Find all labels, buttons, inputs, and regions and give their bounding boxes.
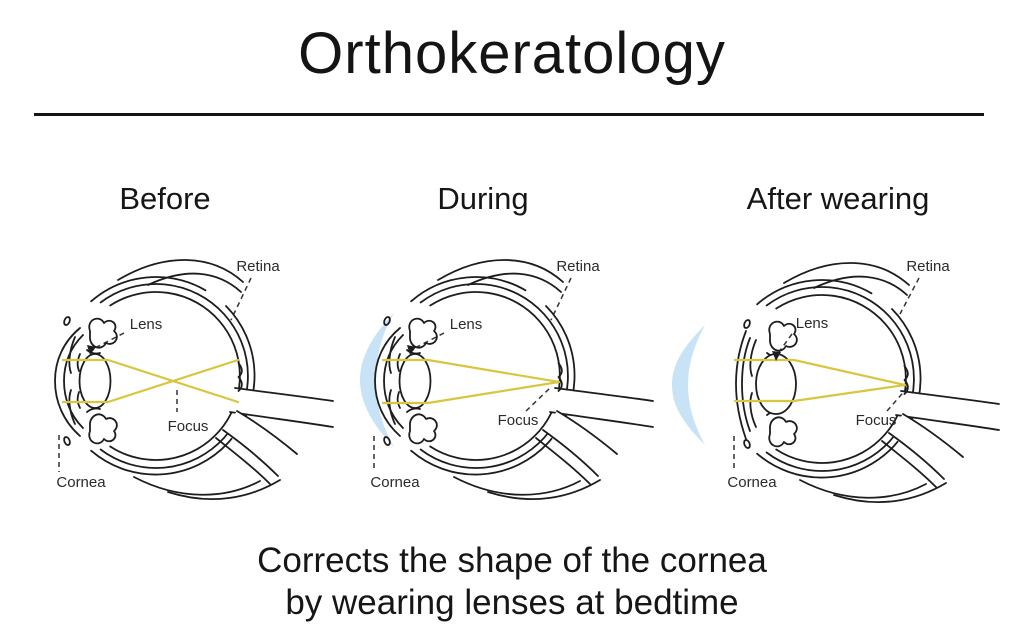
label-retina: Retina xyxy=(906,258,950,275)
label-focus: Focus xyxy=(168,418,209,435)
lens-leader-line xyxy=(94,332,125,349)
annotations-after: Retina Lens Focus Cornea xyxy=(727,258,950,491)
anterior-segment-round-cornea xyxy=(374,315,438,447)
eye-diagram-before: Retina Lens Focus Cornea xyxy=(54,258,334,501)
light-rays-focused-on-retina xyxy=(381,358,561,405)
eyeball-linework xyxy=(410,259,654,501)
contact-lens-on-cornea xyxy=(360,312,395,448)
annotations-during: Retina Lens Focus Cornea xyxy=(370,258,600,491)
panel-heading-during: During xyxy=(437,181,529,216)
label-retina: Retina xyxy=(236,258,280,275)
label-focus: Focus xyxy=(856,412,897,429)
light-rays-crossing-before-retina xyxy=(61,358,240,404)
eyeball-after xyxy=(672,262,1000,504)
page-title: Orthokeratology xyxy=(298,21,726,86)
lens-leader-line xyxy=(778,333,793,353)
lens-arrow-icon xyxy=(407,345,416,355)
light-rays-focused-on-retina xyxy=(733,358,907,403)
lens-arrow-icon xyxy=(87,345,96,355)
eyeball-linework xyxy=(90,259,334,501)
label-cornea: Cornea xyxy=(56,474,106,491)
caption-line-1: Corrects the shape of the cornea xyxy=(257,541,767,580)
caption-line-2: by wearing lenses at bedtime xyxy=(285,583,739,622)
lens-leader-line xyxy=(414,332,445,349)
eye-diagram-during: Retina Lens Focus Cornea xyxy=(360,258,654,501)
label-focus: Focus xyxy=(498,412,539,429)
panel-heading-after: After wearing xyxy=(746,181,930,216)
annotations-before: Retina Lens Focus Cornea xyxy=(56,258,280,491)
lens-arrow-icon xyxy=(772,351,781,361)
anterior-segment-flattened-cornea xyxy=(735,318,798,450)
label-retina: Retina xyxy=(556,258,600,275)
retina-leader-line xyxy=(230,277,252,321)
label-cornea: Cornea xyxy=(727,474,777,491)
title-divider-line xyxy=(34,113,984,116)
label-cornea: Cornea xyxy=(370,474,420,491)
focus-leader-line xyxy=(525,387,551,412)
retina-leader-line xyxy=(899,277,920,315)
label-lens: Lens xyxy=(130,316,163,333)
anterior-segment-round-cornea xyxy=(54,315,118,447)
eyeball-during xyxy=(360,259,654,501)
label-lens: Lens xyxy=(796,315,829,332)
eye-diagram-after: Retina Lens Focus Cornea xyxy=(672,258,1000,504)
panel-heading-before: Before xyxy=(119,181,211,216)
removed-contact-lens xyxy=(672,325,705,445)
bottom-caption: Corrects the shape of the cornea by wear… xyxy=(0,540,1024,624)
label-lens: Lens xyxy=(450,316,483,333)
retina-leader-line xyxy=(550,277,572,321)
eyeball-before xyxy=(54,259,334,501)
